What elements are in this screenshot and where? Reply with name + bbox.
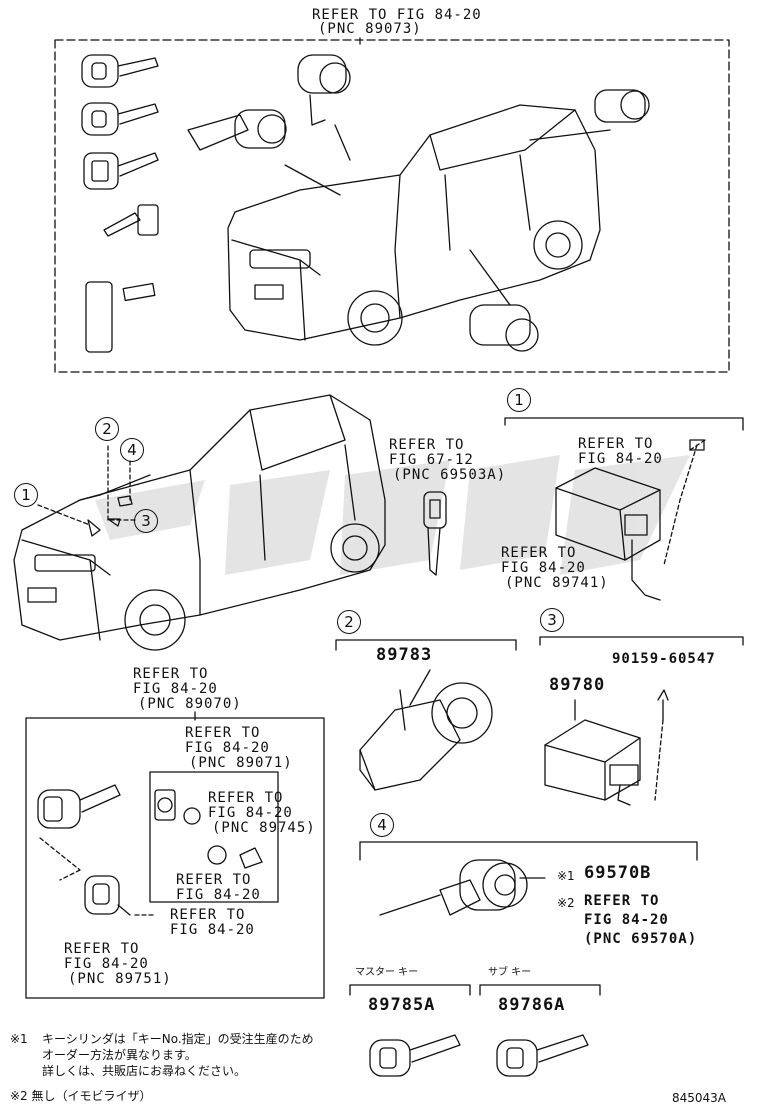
top-part-lower xyxy=(469,304,539,352)
group1-refer-b-line1: REFER TO xyxy=(501,545,577,561)
inner-refer-line3: (PNC 89071) xyxy=(189,755,293,771)
callout-3-group: 3 xyxy=(540,608,564,632)
left-head-line3: (PNC 89070) xyxy=(138,696,242,712)
group1-refer-b-line2: FIG 84-20 xyxy=(501,560,586,576)
refer-67-line3: (PNC 69503A) xyxy=(393,467,507,483)
top-card xyxy=(85,281,156,353)
sub-key-label: サブ キー xyxy=(488,967,532,978)
callout-4-group: 4 xyxy=(370,813,394,837)
top-key-3 xyxy=(83,152,159,190)
note1-line1: キーシリンダは「キーNo.指定」の受注生産のため xyxy=(42,1032,314,1046)
left-box-frame xyxy=(25,717,325,999)
group4-mark1: ※1 xyxy=(557,869,575,883)
left-r3-line1: REFER TO xyxy=(170,907,246,923)
left-r4-line1: REFER TO xyxy=(64,941,140,957)
single-key xyxy=(423,491,447,576)
top-part-door xyxy=(594,89,650,123)
group2-bracket xyxy=(335,639,517,651)
sub-bracket xyxy=(479,984,601,996)
group3-part xyxy=(544,689,669,806)
top-part-cylinder xyxy=(187,109,287,151)
left-r4-line2: FIG 84-20 xyxy=(64,956,149,972)
left-head-line2: FIG 84-20 xyxy=(133,681,218,697)
top-box-refer: REFER TO FIG 84-20 xyxy=(312,7,482,23)
note1-line3: 詳しくは、共販店にお尋ねください。 xyxy=(42,1064,247,1078)
group3-bracket xyxy=(539,636,744,646)
group1-refer-a-line2: FIG 84-20 xyxy=(578,451,663,467)
group1-ecu xyxy=(555,439,706,601)
group1-refer-a-line1: REFER TO xyxy=(578,436,654,452)
group4-refer-line2: FIG 84-20 xyxy=(584,912,669,928)
sub-key-part: 89786A xyxy=(498,995,566,1015)
top-box-frame xyxy=(54,39,730,373)
master-key xyxy=(369,1034,461,1077)
left-key-1 xyxy=(37,784,121,829)
group4-bracket xyxy=(359,841,698,861)
master-key-part: 89785A xyxy=(368,995,436,1015)
group3-bolt-number: 90159-60547 xyxy=(612,651,716,667)
note1-mark: ※1 xyxy=(10,1032,28,1046)
group4-part xyxy=(379,859,546,916)
sub-key xyxy=(496,1034,589,1077)
left-r1-line1: REFER TO xyxy=(208,790,284,806)
main-car-leaders xyxy=(37,445,136,526)
group3-part-number: 89780 xyxy=(549,675,606,695)
left-inner-parts xyxy=(154,789,263,869)
top-key-4 xyxy=(103,204,159,237)
inner-refer-line1: REFER TO xyxy=(185,725,261,741)
inner-refer-line2: FIG 84-20 xyxy=(185,740,270,756)
figure-id: 845043A xyxy=(672,1091,727,1105)
refer-67-line2: FIG 67-12 xyxy=(389,452,474,468)
left-inner-frame xyxy=(149,771,279,903)
group1-bracket xyxy=(504,417,744,431)
top-part-switch xyxy=(297,54,351,126)
left-r2-line2: FIG 84-20 xyxy=(176,887,261,903)
top-car-body xyxy=(227,104,611,346)
left-key-2 xyxy=(84,875,131,916)
callout-1-car: 1 xyxy=(14,483,38,507)
group2-part xyxy=(359,669,493,791)
group1-refer-b-line3: (PNC 89741) xyxy=(505,575,609,591)
left-r3-line2: FIG 84-20 xyxy=(170,922,255,938)
refer-67-line1: REFER TO xyxy=(389,437,465,453)
group2-part-number: 89783 xyxy=(376,645,433,665)
master-bracket xyxy=(349,984,471,996)
top-key-2 xyxy=(81,102,159,136)
top-box-pnc: (PNC 89073) xyxy=(318,21,422,37)
group4-mark2: ※2 xyxy=(557,896,575,910)
callout-3-car: 3 xyxy=(134,509,158,533)
group4-part-number: 69570B xyxy=(584,863,652,883)
main-car-body xyxy=(13,394,386,651)
master-key-label: マスター キー xyxy=(355,967,419,978)
left-r4-line3: (PNC 89751) xyxy=(68,971,172,987)
callout-2-group: 2 xyxy=(337,610,361,634)
note1-line2: オーダー方法が異なります。 xyxy=(42,1048,197,1062)
note2: ※2 無し（イモビライザ） xyxy=(10,1089,152,1103)
callout-2-car: 2 xyxy=(95,417,119,441)
callout-4-car: 4 xyxy=(120,438,144,462)
left-r1-line3: (PNC 89745) xyxy=(212,820,316,836)
top-key-1 xyxy=(81,54,159,88)
group4-refer-line1: REFER TO xyxy=(584,893,660,909)
left-head-line1: REFER TO xyxy=(133,666,209,682)
left-r1-line2: FIG 84-20 xyxy=(208,805,293,821)
group4-refer-line3: (PNC 69570A) xyxy=(584,931,698,947)
main-car-parts xyxy=(87,495,133,537)
callout-1-group: 1 xyxy=(507,388,531,412)
left-r2-line1: REFER TO xyxy=(176,872,252,888)
